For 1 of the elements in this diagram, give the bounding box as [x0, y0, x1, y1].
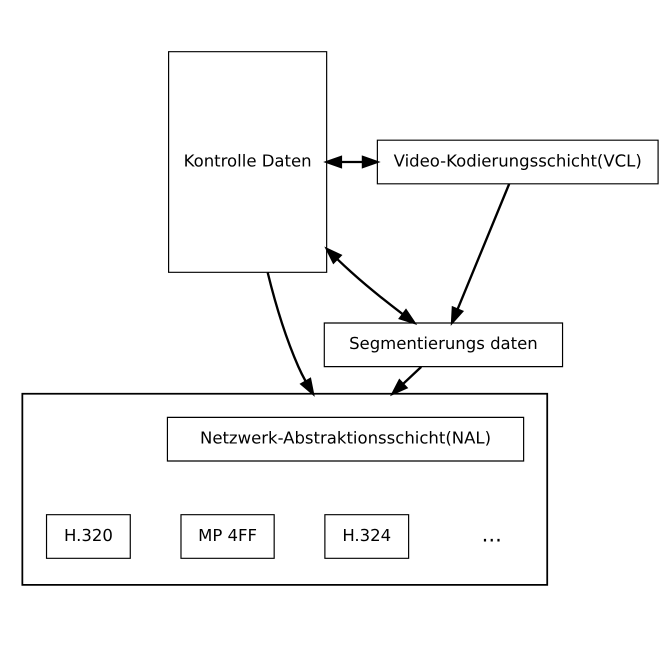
label: ... — [482, 522, 502, 548]
